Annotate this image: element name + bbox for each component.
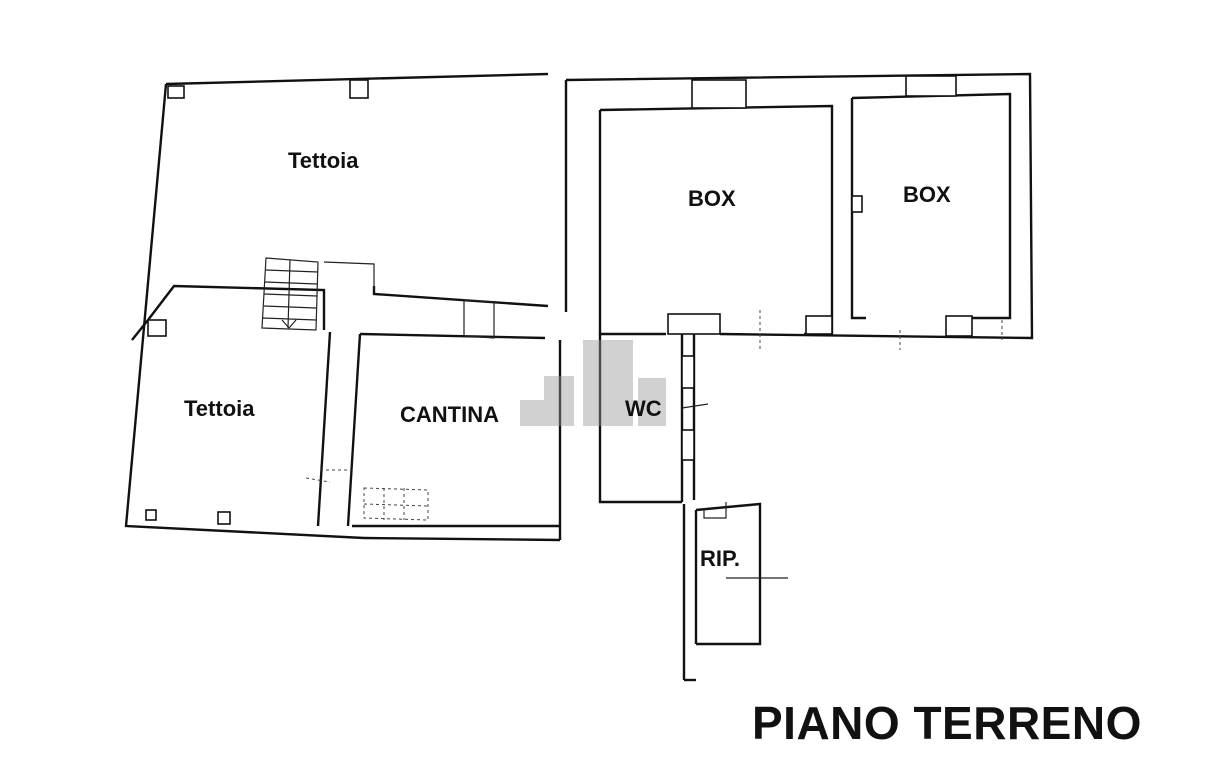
room-label-rip: RIP.: [700, 546, 740, 571]
pillars-left: [145, 79, 369, 525]
right-building-walls: [564, 72, 1034, 350]
staircase: [261, 257, 319, 331]
room-label-cantina: CANTINA: [400, 402, 499, 427]
watermark-logo: [520, 340, 666, 426]
room-label-box-1: BOX: [688, 186, 736, 211]
wc-walls: [598, 334, 709, 504]
room-label-wc: WC: [625, 396, 662, 421]
room-label-tettoia-left: Tettoia: [184, 396, 255, 421]
room-label-tettoia-top: Tettoia: [288, 148, 359, 173]
rip-walls: [682, 502, 788, 682]
floor-title: PIANO TERRENO: [752, 697, 1142, 749]
room-label-box-2: BOX: [903, 182, 951, 207]
left-building-walls: [124, 72, 562, 542]
cantina-shelves: [363, 487, 429, 521]
